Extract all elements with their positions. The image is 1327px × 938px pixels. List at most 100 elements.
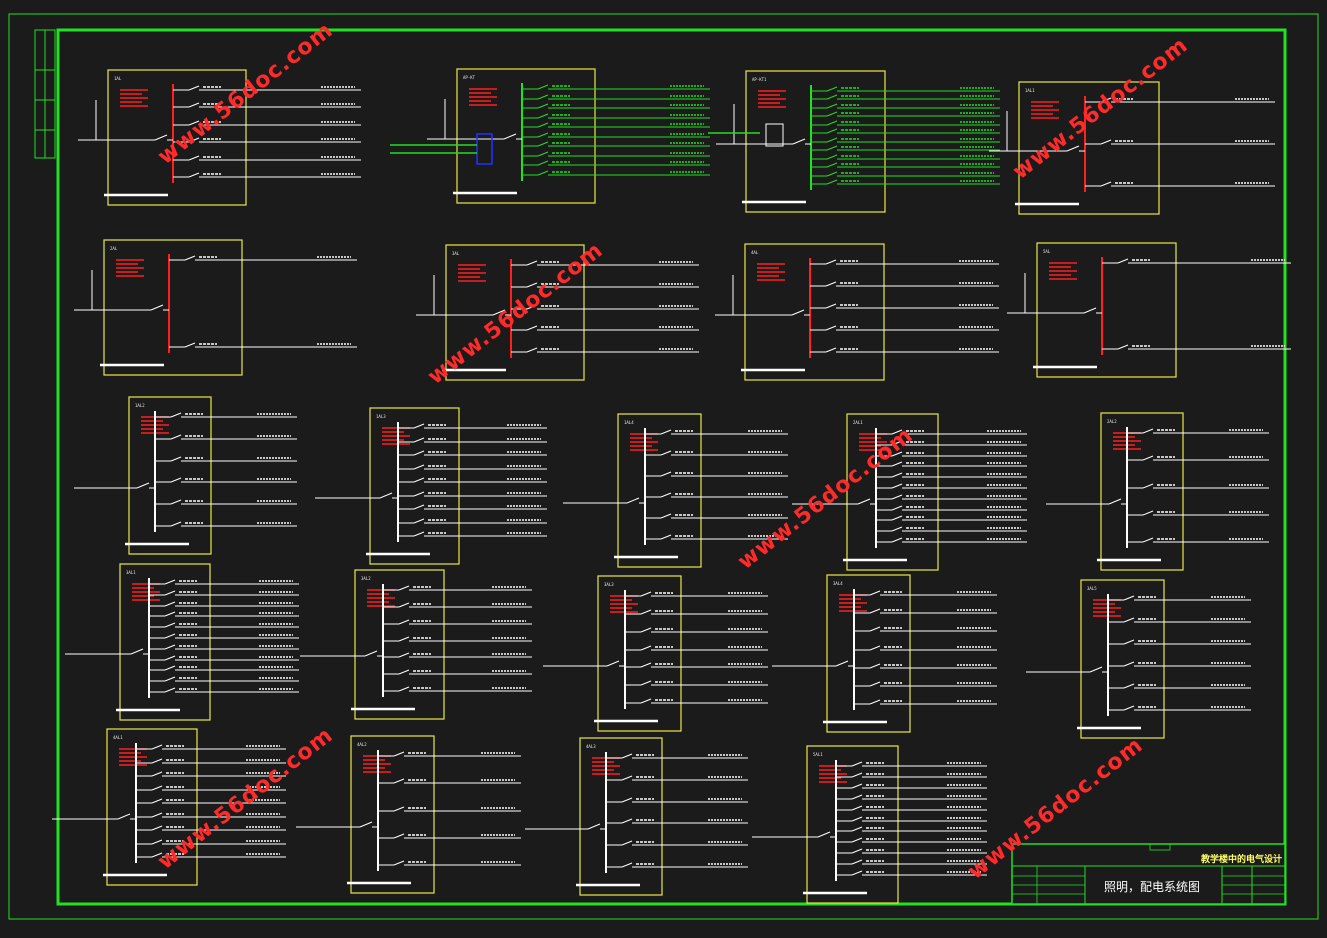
panel-frame bbox=[106, 728, 198, 886]
panel-label: 4AL3 bbox=[586, 744, 596, 749]
branch-breaker bbox=[151, 852, 163, 858]
branch-breaker bbox=[891, 537, 903, 543]
branch-breaker bbox=[1123, 595, 1135, 601]
panel-1al1: 1AL1 bbox=[989, 81, 1275, 215]
panel-frame bbox=[107, 69, 247, 206]
panel-frame bbox=[617, 413, 702, 568]
panel-label: 1AL2 bbox=[135, 403, 145, 408]
branch-breaker bbox=[151, 758, 163, 764]
panel-ap-kt1: AP-KT1 bbox=[716, 70, 1000, 213]
panel-frame bbox=[1018, 81, 1160, 215]
branch-breaker bbox=[537, 113, 549, 119]
branch-breaker bbox=[170, 434, 182, 440]
branch-breaker bbox=[851, 837, 863, 843]
branch-breaker bbox=[164, 655, 176, 661]
branch-breaker bbox=[660, 534, 672, 540]
branch-breaker bbox=[526, 325, 538, 331]
branch-breaker bbox=[1117, 344, 1129, 350]
branch-breaker bbox=[164, 665, 176, 671]
branch-breaker bbox=[1123, 661, 1135, 667]
branch-breaker bbox=[826, 94, 838, 100]
title-block: 教学楼中的电气设计 照明，配电系统图 bbox=[1011, 843, 1286, 905]
branch-breaker bbox=[170, 521, 182, 527]
branch-breaker bbox=[393, 833, 405, 839]
panel-3al5: 3AL5 bbox=[1026, 579, 1251, 739]
panel-label: 2AL bbox=[110, 246, 118, 251]
branch-breaker bbox=[526, 304, 538, 310]
panel-label: 2AL1 bbox=[853, 420, 863, 425]
branch-breaker bbox=[537, 170, 549, 176]
branch-breaker bbox=[151, 771, 163, 777]
branch-breaker bbox=[869, 608, 881, 614]
branch-breaker bbox=[398, 619, 410, 625]
sheet-title: 照明，配电系统图 bbox=[1104, 880, 1200, 894]
branch-breaker bbox=[413, 504, 425, 510]
branch-breaker bbox=[413, 531, 425, 537]
panel-5al: 5AL bbox=[1007, 242, 1291, 378]
panel-5al1: 5AL1 bbox=[752, 745, 987, 904]
branch-breaker bbox=[1123, 683, 1135, 689]
main-breaker bbox=[1083, 307, 1097, 314]
panel-label: AP-KT1 bbox=[752, 77, 767, 82]
branch-breaker bbox=[188, 155, 200, 161]
project-title: 教学楼中的电气设计 bbox=[1200, 853, 1282, 865]
branch-breaker bbox=[869, 626, 881, 632]
main-breaker bbox=[364, 650, 378, 657]
branch-breaker bbox=[164, 644, 176, 650]
panel-frame bbox=[1080, 579, 1165, 739]
panel-label: 5AL1 bbox=[813, 752, 823, 757]
branch-breaker bbox=[526, 347, 538, 353]
panel-frame bbox=[1100, 412, 1184, 571]
panel-4al2: 4AL2 bbox=[296, 735, 521, 894]
branch-breaker bbox=[891, 483, 903, 489]
main-breaker bbox=[154, 134, 168, 141]
branch-breaker bbox=[164, 633, 176, 639]
panel-frame bbox=[806, 745, 899, 904]
branch-breaker bbox=[170, 412, 182, 418]
branch-breaker bbox=[640, 680, 652, 686]
branch-breaker bbox=[413, 518, 425, 524]
branch-breaker bbox=[640, 698, 652, 704]
branch-breaker bbox=[851, 859, 863, 865]
branch-breaker bbox=[188, 85, 200, 91]
main-breaker bbox=[1108, 498, 1122, 505]
branch-breaker bbox=[891, 461, 903, 467]
branch-breaker bbox=[851, 870, 863, 876]
main-breaker bbox=[791, 309, 805, 316]
main-breaker bbox=[136, 482, 150, 489]
branch-breaker bbox=[825, 347, 837, 353]
panel-1al3: 1AL3 bbox=[315, 407, 547, 565]
panel-frame bbox=[579, 737, 663, 896]
panel-frame bbox=[119, 563, 211, 721]
branch-breaker bbox=[164, 622, 176, 628]
branch-breaker bbox=[413, 450, 425, 456]
branch-breaker bbox=[621, 797, 633, 803]
branch-breaker bbox=[891, 451, 903, 457]
panel-1al: 1AL bbox=[78, 69, 361, 206]
branch-breaker bbox=[825, 259, 837, 265]
panel-3al1: 3AL1 bbox=[65, 563, 299, 721]
branch-breaker bbox=[851, 772, 863, 778]
panel-label: 3AL5 bbox=[1087, 586, 1097, 591]
panel-4al1: 4AL1 bbox=[52, 728, 286, 886]
branch-breaker bbox=[1100, 181, 1112, 187]
branch-breaker bbox=[660, 492, 672, 498]
main-breaker bbox=[817, 831, 831, 838]
main-breaker bbox=[587, 823, 601, 830]
panel-2al: 2AL bbox=[74, 239, 357, 376]
branch-breaker bbox=[170, 499, 182, 505]
branch-breaker bbox=[640, 627, 652, 633]
panel-frame bbox=[826, 574, 911, 733]
branch-breaker bbox=[826, 171, 838, 177]
branch-breaker bbox=[188, 120, 200, 126]
panel-label: 3AL2 bbox=[361, 576, 371, 581]
branch-breaker bbox=[826, 86, 838, 92]
branch-breaker bbox=[164, 687, 176, 693]
branch-breaker bbox=[1142, 510, 1154, 516]
main-breaker bbox=[130, 648, 144, 655]
panel-label: AP-KT bbox=[463, 75, 476, 80]
branch-breaker bbox=[398, 652, 410, 658]
panel-frame bbox=[354, 569, 445, 720]
branch-breaker bbox=[891, 515, 903, 521]
panel-label: 4AL bbox=[751, 250, 759, 255]
